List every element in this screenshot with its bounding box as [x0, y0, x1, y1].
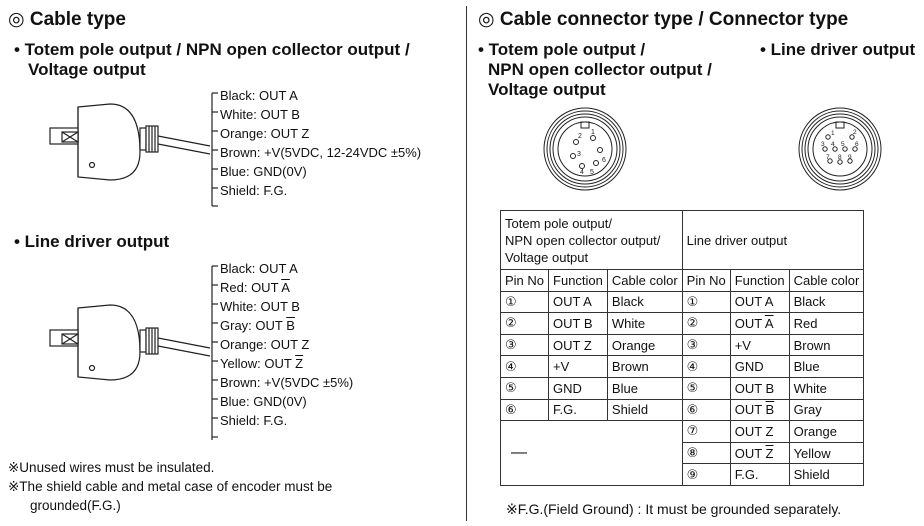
wire-label: Orange: OUT Z: [220, 337, 310, 352]
col-header: Pin No: [499, 269, 550, 292]
column-divider: [466, 6, 467, 521]
wire-label: Black: OUT A: [220, 261, 298, 276]
sub2: • Line driver output: [760, 40, 916, 59]
pin-label: 3: [577, 151, 581, 158]
sec1-title-line1: • Totem pole output / NPN open collector…: [14, 40, 410, 59]
col-header: Pin No: [681, 269, 731, 292]
not-applicable-dash: —: [500, 420, 683, 486]
pin-label: 4: [580, 169, 584, 176]
note-shield-line2: grounded(F.G.): [30, 498, 121, 513]
wire-label: Yellow: OUT Z: [220, 356, 304, 371]
pin-label: 6: [855, 141, 859, 148]
table-header-row: Pin No Function Cable color Pin No Funct…: [499, 269, 865, 292]
wire-list-1: Black: OUT A White: OUT B Orange: OUT Z …: [220, 86, 421, 200]
wire-label: Shield: F.G.: [220, 413, 288, 428]
group-header-2: Line driver output: [681, 210, 865, 270]
col-header: Function: [729, 269, 790, 292]
pin-label: 9: [848, 154, 852, 161]
wire-label: Blue: GND(0V): [220, 164, 307, 179]
pin-label: 1: [591, 129, 595, 136]
pin-label: 3: [821, 141, 825, 148]
cable-type-title: ◎ Cable type: [8, 9, 126, 30]
connector-9pin: 1 2 3 4 5 6 7 8 9: [798, 107, 882, 191]
encoder-drawings: [49, 92, 218, 440]
note-unused-wires: ※Unused wires must be insulated.: [8, 460, 215, 475]
wire-label: White: OUT B: [220, 299, 300, 314]
field-ground-footnote: ※F.G.(Field Ground) : It must be grounde…: [506, 501, 842, 517]
sub1-line1: • Totem pole output /: [478, 40, 646, 59]
wire-label: Red: OUT A: [220, 280, 290, 295]
wire-label: Black: OUT A: [220, 88, 298, 103]
sub1-line2: NPN open collector output /: [488, 60, 712, 79]
wire-label: Shield: F.G.: [220, 183, 288, 198]
pin-table: Totem pole output/ NPN open collector ou…: [499, 210, 865, 486]
pin-label: 2: [853, 129, 857, 136]
sec1-title-line2: Voltage output: [28, 60, 146, 79]
pin-label: 6: [602, 157, 606, 164]
pin-label: 4: [831, 141, 835, 148]
pin-label: 5: [590, 169, 594, 176]
connector-6pin: 1 2 3 4 5 6: [543, 107, 627, 191]
pin-label: 7: [826, 154, 830, 161]
pin-label: 5: [841, 141, 845, 148]
encoder-icon-2: [49, 265, 218, 440]
wire-label: Blue: GND(0V): [220, 394, 307, 409]
table-group-row: Totem pole output/ NPN open collector ou…: [500, 210, 865, 270]
pin-label: 1: [831, 130, 835, 137]
pin-label: 8: [838, 154, 842, 161]
wire-list-2: Black: OUT A Red: OUT A White: OUT B Gra…: [220, 259, 353, 430]
wire-label: Brown: +V(5VDC ±5%): [220, 375, 354, 390]
group-header-1: Totem pole output/ NPN open collector ou…: [500, 210, 683, 270]
note-shield-line1: ※The shield cable and metal case of enco…: [8, 479, 333, 494]
wire-label: Gray: OUT B: [220, 318, 295, 333]
wire-label: White: OUT B: [220, 107, 300, 122]
col-header: Cable color: [606, 269, 683, 292]
connector-type-title: ◎ Cable connector type / Connector type: [478, 9, 849, 30]
col-header: Cable color: [788, 269, 865, 292]
encoder-icon-1: [49, 92, 218, 207]
col-header: Function: [548, 269, 608, 292]
sec2-title: • Line driver output: [14, 232, 170, 251]
wire-label: Orange: OUT Z: [220, 126, 310, 141]
sub1-line3: Voltage output: [488, 80, 606, 99]
pin-label: 2: [578, 133, 582, 140]
wire-label: Brown: +V(5VDC, 12-24VDC ±5%): [220, 145, 422, 160]
